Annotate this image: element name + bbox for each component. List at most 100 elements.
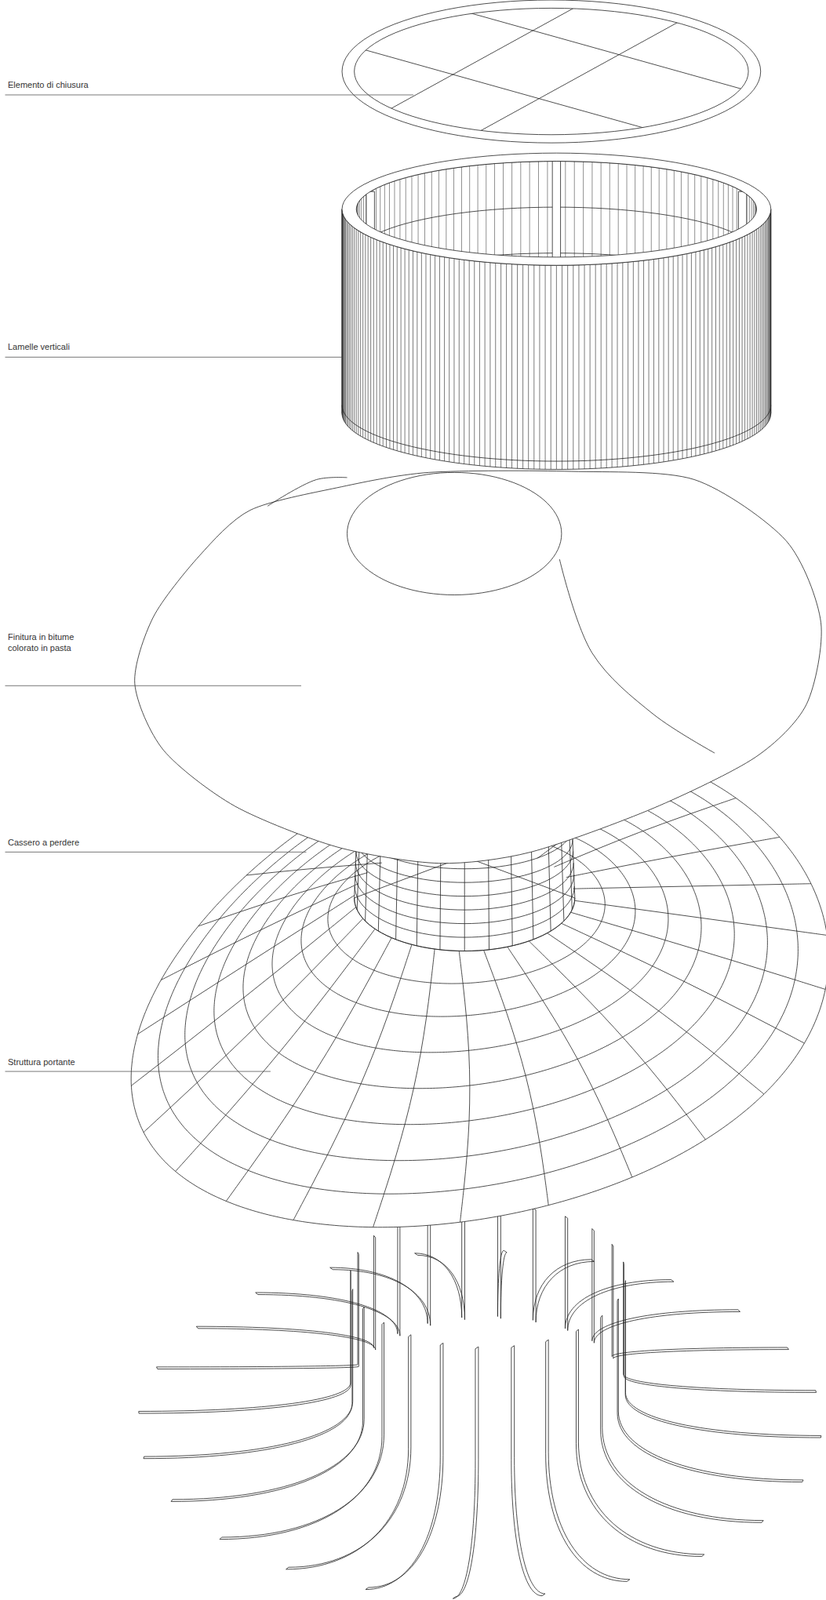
louvre-blade xyxy=(749,233,751,438)
louvre-blade xyxy=(429,254,431,459)
rib-edge xyxy=(592,1229,739,1342)
louvre-blade xyxy=(715,247,717,452)
louvre-blade xyxy=(711,247,713,452)
rib-tip xyxy=(802,1480,804,1483)
louvre-blade xyxy=(350,225,352,430)
rib-edge xyxy=(617,1301,803,1483)
louvre-blade xyxy=(356,229,357,434)
lid-joint xyxy=(305,33,817,177)
part-label: Cassero a perdere xyxy=(7,836,80,848)
louvre-blade xyxy=(396,247,398,452)
louvre-blade xyxy=(653,258,655,463)
louvre-blade xyxy=(765,221,767,426)
formwork-radial xyxy=(483,950,550,1206)
rib-edge xyxy=(611,1244,788,1357)
louvre-blade xyxy=(389,244,390,449)
louvre-blade xyxy=(443,257,445,462)
rib-edge xyxy=(288,1335,412,1568)
rib-tip xyxy=(219,1537,222,1540)
rib-top xyxy=(349,1270,351,1274)
louvre-blade xyxy=(404,248,406,453)
rib-top xyxy=(617,1299,619,1302)
louvre-blade xyxy=(611,263,613,468)
rib-tip xyxy=(196,1326,198,1329)
louvre-blade xyxy=(691,252,692,457)
leader-line xyxy=(5,356,343,358)
louvre-blade xyxy=(764,221,766,426)
formwork-radial xyxy=(293,944,412,1220)
louvre-blade xyxy=(421,252,423,457)
formwork-neck-rib xyxy=(560,833,565,921)
louvre-blade xyxy=(668,257,670,462)
formwork-radial xyxy=(130,907,356,1087)
louvre-blade xyxy=(412,251,414,455)
louvre-blade xyxy=(756,229,757,434)
louvre-blade xyxy=(722,244,724,449)
rib-edge xyxy=(625,1282,821,1438)
rib-tip xyxy=(503,1250,507,1253)
formwork-radial xyxy=(561,923,805,1044)
rib-tip xyxy=(138,1411,139,1414)
formwork-radial xyxy=(573,884,812,889)
louvre-blade xyxy=(538,265,540,470)
louvre-blade xyxy=(556,265,557,470)
louvre-blade xyxy=(703,250,705,455)
formwork-radial xyxy=(160,884,359,981)
rib-edge xyxy=(138,1270,351,1412)
rib-tip xyxy=(542,1593,546,1597)
rib-tip xyxy=(156,1367,157,1370)
rib-edge xyxy=(511,1347,543,1596)
rib-top xyxy=(622,1262,625,1265)
rib-edge xyxy=(286,1336,409,1569)
rib-top xyxy=(625,1280,626,1284)
louvre-blade xyxy=(516,264,518,469)
louvre-blade xyxy=(695,251,696,456)
louvre-blade xyxy=(527,265,529,470)
louvre-blade xyxy=(545,265,546,470)
vertical-louvres xyxy=(342,152,772,470)
louvre-top-ring xyxy=(342,152,772,266)
louvre-blade xyxy=(643,260,645,465)
rib-edge xyxy=(172,1306,364,1500)
rib-edge xyxy=(578,1329,704,1555)
rib-edge xyxy=(255,1222,398,1335)
rib-edge xyxy=(330,1211,428,1324)
louvre-blade xyxy=(595,264,597,469)
formwork-radial xyxy=(547,933,765,1095)
louvre-blade xyxy=(584,265,586,470)
louvre-blade xyxy=(682,254,684,459)
formwork-radial xyxy=(373,949,436,1228)
rib-tip xyxy=(702,1554,705,1558)
rib-top xyxy=(357,1252,359,1256)
formwork-neck-rib xyxy=(439,854,441,950)
rib-tip xyxy=(452,1597,456,1600)
rib-top xyxy=(592,1229,595,1232)
louvre-blade xyxy=(352,226,353,431)
rib-edge xyxy=(600,1317,762,1523)
louvre-blade xyxy=(600,264,602,469)
louvre-blade xyxy=(458,258,460,463)
rib-tip xyxy=(738,1309,741,1313)
louvre-blade xyxy=(726,243,728,448)
finish-outline xyxy=(134,470,822,864)
rib-tip xyxy=(815,1390,817,1394)
formwork-neck-rib xyxy=(511,851,514,946)
louvre-blade xyxy=(663,258,665,463)
rib-edge xyxy=(143,1291,353,1459)
louvre-blade xyxy=(357,230,359,435)
part-label: Elemento di chiusura xyxy=(7,79,89,91)
louvre-blade xyxy=(342,214,344,419)
rib-tip xyxy=(591,1259,595,1263)
rib-edge xyxy=(221,1322,385,1538)
louvre-blade xyxy=(439,256,441,461)
louvre-blade xyxy=(344,218,346,423)
finish-opening xyxy=(347,472,562,595)
louvre-blade xyxy=(753,230,755,435)
rib-edge xyxy=(548,1339,630,1580)
louvre-blade xyxy=(342,209,343,414)
rib-edge xyxy=(623,1264,816,1394)
formwork-neck-rib xyxy=(416,851,419,946)
formwork-radial xyxy=(198,873,368,927)
rib-edge xyxy=(197,1237,375,1350)
